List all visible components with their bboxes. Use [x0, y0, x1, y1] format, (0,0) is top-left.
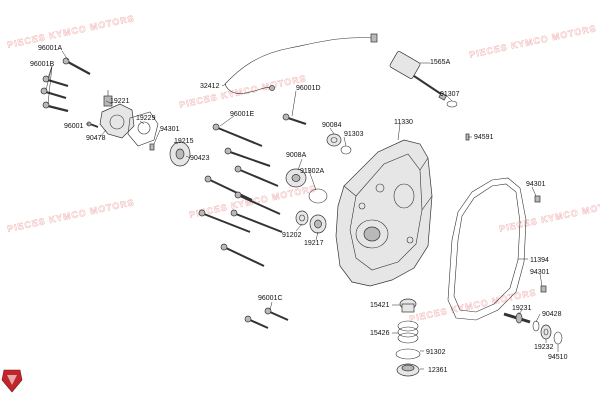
label-19232: 19232	[534, 344, 554, 351]
bolt-96001E-3[interactable]	[234, 165, 279, 187]
label-19215: 19215	[174, 138, 194, 145]
watermark-1: PIECES KYMCO MOTORS	[6, 13, 135, 50]
spring-15426[interactable]	[397, 320, 419, 344]
label-94510: 94510	[548, 354, 568, 361]
label-96001B: 96001B	[30, 61, 54, 68]
label-90478: 90478	[86, 135, 106, 142]
bolt-96001E-7[interactable]	[230, 209, 283, 233]
bolt-96001E-1[interactable]	[212, 123, 263, 147]
bolt-96001D[interactable]	[282, 113, 307, 126]
bolt-96001C-2[interactable]	[244, 315, 269, 329]
label-91303: 91303	[344, 131, 364, 138]
label-94301-right-bottom: 94301	[530, 269, 550, 276]
bolt-96001E-5[interactable]	[234, 191, 281, 215]
washer-90428[interactable]	[532, 320, 540, 332]
label-90428: 90428	[542, 311, 562, 318]
pin-94301-right-top[interactable]	[534, 195, 541, 203]
bolt-96001E-2[interactable]	[224, 147, 271, 167]
bolt-96001E-8[interactable]	[220, 243, 265, 267]
pin-94301-right-bottom[interactable]	[540, 285, 547, 293]
pin-94301-top[interactable]	[149, 143, 155, 151]
bolt-96001E-4[interactable]	[204, 175, 253, 201]
bolt-96001B-3[interactable]	[42, 101, 69, 113]
label-15421: 15421	[370, 302, 390, 309]
label-96001E: 96001E	[230, 111, 254, 118]
oring-91307[interactable]	[446, 100, 458, 108]
watermark-2: PIECES KYMCO MOTORS	[178, 73, 307, 110]
label-91302A: 91302A	[300, 168, 324, 175]
label-94301-top: 94301	[160, 126, 180, 133]
brand-logo	[1, 369, 23, 393]
label-91202: 91202	[282, 232, 302, 239]
label-96001C: 96001C	[258, 295, 283, 302]
bolt-96001A[interactable]	[62, 57, 91, 75]
label-96001: 96001	[64, 123, 84, 130]
bearing-9008A[interactable]	[285, 168, 307, 188]
pump-gasket-19229[interactable]	[127, 111, 159, 147]
oring-91302[interactable]	[395, 348, 421, 360]
bolt-96001E-6[interactable]	[198, 209, 251, 233]
crankcase-cover-11330[interactable]	[335, 139, 433, 287]
seal-19232[interactable]	[540, 324, 552, 340]
label-91302: 91302	[426, 349, 446, 356]
clip-94510[interactable]	[553, 331, 563, 345]
bolt-96001B-1[interactable]	[42, 75, 69, 88]
label-1565A: 1565A	[430, 59, 451, 66]
oring-91303[interactable]	[340, 145, 352, 155]
seal-91202[interactable]	[295, 210, 309, 226]
impeller-19215[interactable]	[169, 141, 191, 167]
label-11330: 11330	[394, 119, 413, 126]
part-labels: 96001A 96001B 96001 19221 90478 19229 94…	[30, 45, 568, 374]
bolt-96001C-1[interactable]	[264, 307, 289, 321]
filter-cap-15421[interactable]	[399, 298, 417, 313]
label-19229: 19229	[136, 115, 156, 122]
bolt-96001-small[interactable]	[86, 121, 99, 128]
label-11394: 11394	[530, 257, 549, 264]
bearing-19217[interactable]	[309, 214, 327, 234]
label-15426: 15426	[370, 330, 390, 337]
label-12361: 12361	[428, 367, 448, 374]
label-94591: 94591	[474, 134, 494, 141]
label-91307: 91307	[440, 91, 460, 98]
watermark-4: PIECES KYMCO MOTORS	[6, 197, 135, 234]
oring-91302A[interactable]	[308, 188, 328, 204]
label-19231: 19231	[512, 305, 532, 312]
label-96001A: 96001A	[38, 45, 62, 52]
label-94301-right-top: 94301	[526, 181, 546, 188]
leader-lines	[45, 50, 559, 370]
drain-plug-12361[interactable]	[396, 363, 420, 377]
bolt-96001B-2[interactable]	[40, 87, 67, 100]
gasket-11394[interactable]	[447, 177, 527, 321]
label-9008A: 9008A	[286, 152, 307, 159]
shaft-19231[interactable]	[503, 312, 531, 324]
label-90423: 90423	[190, 155, 210, 162]
label-32412: 32412	[200, 83, 220, 90]
seal-90084[interactable]	[326, 133, 342, 147]
label-90084: 90084	[322, 122, 342, 129]
label-19221: 19221	[110, 98, 130, 105]
sensor-1565A[interactable]	[389, 51, 448, 101]
cable-32412[interactable]	[224, 33, 378, 94]
watermark-3: PIECES KYMCO MOTORS	[468, 23, 597, 60]
watermark-6: PIECES KYMCO MOTORS	[498, 197, 600, 234]
label-19217: 19217	[304, 240, 324, 247]
label-96001D: 96001D	[296, 85, 321, 92]
